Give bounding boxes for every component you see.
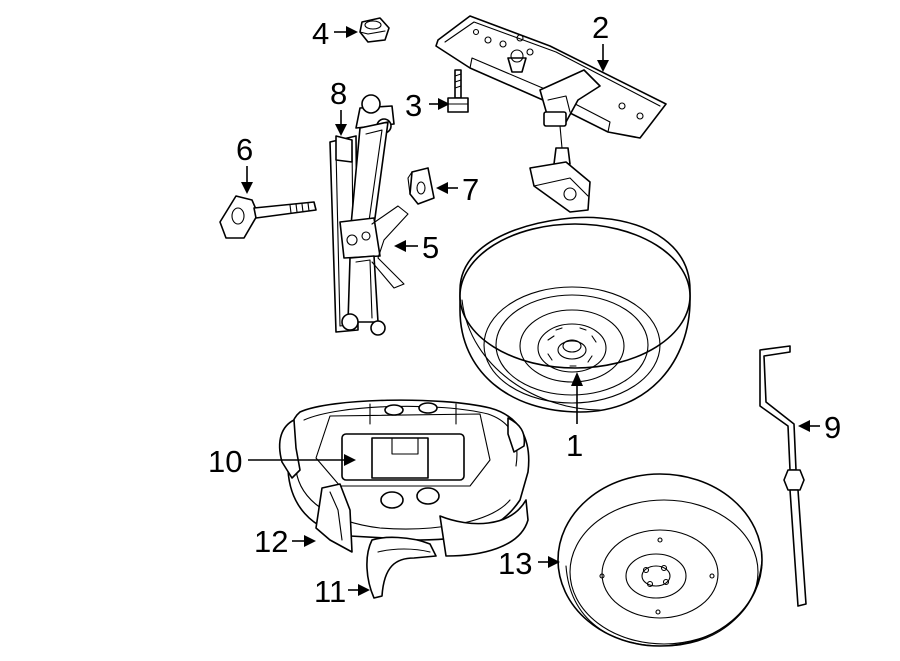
part-11-support <box>366 536 437 599</box>
part-7-clip <box>407 167 435 205</box>
part-4-nut <box>359 17 390 43</box>
part-10-tire-tub <box>278 399 530 557</box>
callout-3: 3 <box>405 88 422 123</box>
part-3-bolt <box>447 69 469 113</box>
callout-5: 5 <box>422 230 439 265</box>
part-1-spare-tire <box>459 216 691 413</box>
part-6-wing-bolt <box>219 195 317 239</box>
part-12-bracket <box>315 483 353 553</box>
callout-9: 9 <box>824 410 841 445</box>
callout-8: 8 <box>330 76 347 111</box>
leader-lines <box>241 26 820 596</box>
callout-4: 4 <box>312 16 329 51</box>
callout-1: 1 <box>566 428 583 463</box>
part-2-carrier-bracket <box>435 15 667 213</box>
part-13-spare-wheel <box>557 473 763 647</box>
callout-11: 11 <box>314 574 346 609</box>
part-9-jack-handle <box>759 345 807 607</box>
callout-6: 6 <box>236 132 253 167</box>
part-5-scissor-jack <box>329 94 409 336</box>
callout-2: 2 <box>592 10 609 45</box>
callout-labels: 1 2 3 4 5 6 7 8 9 10 11 12 13 <box>208 10 841 609</box>
callout-10: 10 <box>208 444 242 479</box>
callout-7: 7 <box>462 172 479 207</box>
callout-12: 12 <box>254 524 288 559</box>
callout-13: 13 <box>498 546 532 581</box>
